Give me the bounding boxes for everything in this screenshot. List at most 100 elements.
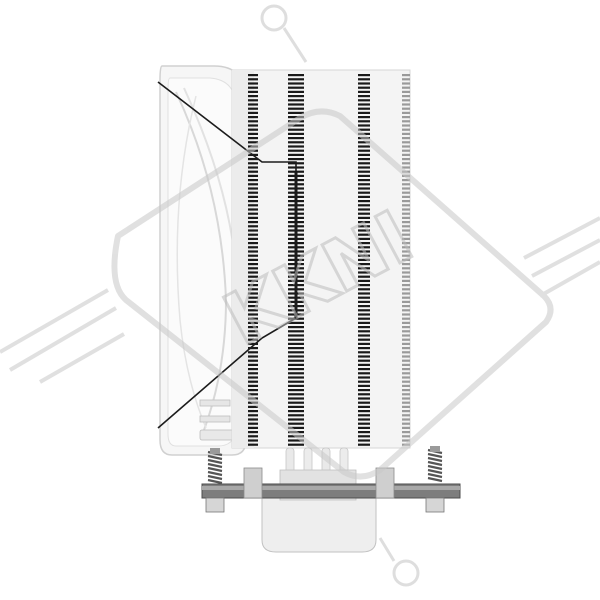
fin-edge bbox=[358, 321, 370, 324]
fin-edge bbox=[402, 305, 410, 308]
fin-edge bbox=[358, 372, 370, 375]
fin-edge bbox=[288, 111, 304, 114]
fin-edge bbox=[358, 296, 370, 299]
mounting-springs bbox=[207, 448, 443, 485]
fin-edge bbox=[358, 242, 370, 245]
fin-edge bbox=[358, 103, 370, 106]
fin-edge bbox=[248, 422, 258, 425]
fin-edge bbox=[358, 401, 370, 404]
fin-edge bbox=[402, 116, 410, 119]
fin-edge bbox=[358, 229, 370, 232]
fin-edge bbox=[358, 380, 370, 383]
fin-edge bbox=[358, 162, 370, 165]
fin-edge bbox=[402, 90, 410, 93]
fin-edge bbox=[402, 267, 410, 270]
spring-coil bbox=[427, 476, 443, 483]
fin-edge bbox=[248, 376, 258, 379]
fin-edge bbox=[248, 267, 258, 270]
fin-edge bbox=[358, 284, 370, 287]
fin-edge bbox=[402, 414, 410, 417]
fin-edge bbox=[288, 389, 304, 392]
fin-edge bbox=[402, 137, 410, 140]
fin-edge bbox=[248, 200, 258, 203]
fin-edge bbox=[402, 86, 410, 89]
fin-edge bbox=[248, 359, 258, 362]
spring-coil bbox=[427, 472, 443, 479]
fin-edge bbox=[402, 254, 410, 257]
fin-edge bbox=[402, 334, 410, 337]
fin-edge bbox=[402, 107, 410, 110]
fin-edge bbox=[402, 363, 410, 366]
fin-edge bbox=[402, 221, 410, 224]
fin-edge bbox=[248, 183, 258, 186]
fin-edge bbox=[402, 338, 410, 341]
fin-edge bbox=[288, 321, 304, 324]
fin-edge bbox=[402, 401, 410, 404]
fin-edge bbox=[248, 338, 258, 341]
fin-edge bbox=[402, 153, 410, 156]
fin-edge bbox=[402, 208, 410, 211]
fin-edge bbox=[288, 443, 304, 446]
fin-edge bbox=[402, 74, 410, 77]
fin-edge bbox=[288, 132, 304, 135]
fin-edge bbox=[248, 292, 258, 295]
fin-edge bbox=[402, 296, 410, 299]
fin-edge bbox=[358, 111, 370, 114]
spring-coil bbox=[207, 458, 223, 465]
fin-edge bbox=[402, 275, 410, 278]
fin-edge bbox=[402, 326, 410, 329]
fin-edge bbox=[248, 74, 258, 77]
fin-edge bbox=[402, 368, 410, 371]
fin-edge bbox=[358, 120, 370, 123]
fin-edge bbox=[402, 410, 410, 413]
fin-edge bbox=[402, 426, 410, 429]
fin-edge bbox=[248, 363, 258, 366]
spring-coil bbox=[427, 452, 443, 459]
spring-coil bbox=[207, 470, 223, 477]
fin-edge bbox=[248, 305, 258, 308]
fin-edge bbox=[248, 124, 258, 127]
fin-edge bbox=[402, 389, 410, 392]
fin-edge bbox=[358, 351, 370, 354]
fin-edge bbox=[288, 359, 304, 362]
fin-edge bbox=[288, 368, 304, 371]
fin-edge bbox=[288, 78, 304, 81]
fin-edge bbox=[402, 95, 410, 98]
fin-edge bbox=[402, 200, 410, 203]
fin-edge bbox=[402, 258, 410, 261]
fin-edge bbox=[358, 204, 370, 207]
fin-edge bbox=[358, 153, 370, 156]
fin-edge bbox=[248, 216, 258, 219]
fin-edge bbox=[402, 384, 410, 387]
fin-edge bbox=[358, 435, 370, 438]
fin-edge bbox=[358, 179, 370, 182]
fin-edge bbox=[248, 120, 258, 123]
fin-edge bbox=[248, 347, 258, 350]
fin-edge bbox=[358, 183, 370, 186]
fin-edge bbox=[248, 212, 258, 215]
fin-edge bbox=[358, 275, 370, 278]
fin-edge bbox=[248, 225, 258, 228]
fin-edge bbox=[248, 258, 258, 261]
fin-edge bbox=[358, 95, 370, 98]
fin-edge bbox=[358, 237, 370, 240]
fin-edge bbox=[248, 242, 258, 245]
fin-edge bbox=[402, 422, 410, 425]
fin-edge bbox=[248, 174, 258, 177]
fin-edge bbox=[288, 137, 304, 140]
spring-coil bbox=[207, 478, 223, 485]
fin-edge bbox=[248, 86, 258, 89]
fin-edge bbox=[288, 145, 304, 148]
fin-edge bbox=[358, 414, 370, 417]
fin-edge bbox=[402, 397, 410, 400]
fin-edge bbox=[402, 321, 410, 324]
fin-edge bbox=[402, 191, 410, 194]
fin-edge bbox=[402, 229, 410, 232]
fin-edge bbox=[358, 74, 370, 77]
fin-edge bbox=[248, 410, 258, 413]
fin-edge bbox=[402, 145, 410, 148]
fin-edge bbox=[358, 267, 370, 270]
fin-edge bbox=[402, 330, 410, 333]
